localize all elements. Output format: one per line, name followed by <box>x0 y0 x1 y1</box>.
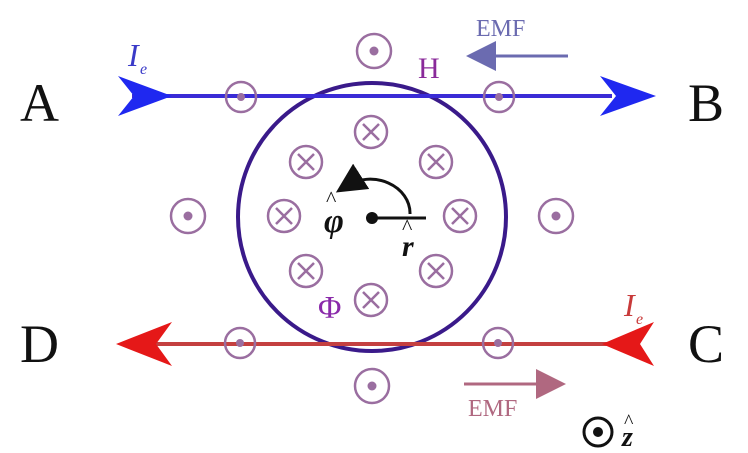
label-flux: Φ <box>318 289 341 325</box>
field-in-symbol <box>353 114 389 150</box>
phi-direction-arc <box>335 163 412 215</box>
field-out-symbol <box>482 80 516 114</box>
current-loop <box>236 81 508 353</box>
field-in-symbol <box>442 198 478 234</box>
field-in-symbols <box>266 114 478 318</box>
label-emf-bottom: EMF <box>468 396 517 422</box>
label-C: C <box>688 314 724 374</box>
label-H: H <box>418 52 440 85</box>
wire-bottom-tail-arrow <box>602 322 654 366</box>
field-in-symbol <box>418 144 454 180</box>
label-r-hat-caret: ^ <box>402 214 413 239</box>
field-out-symbol <box>169 197 207 235</box>
wire-bottom-head-arrow <box>116 322 172 366</box>
label-z-hat-symbol: z <box>621 422 633 453</box>
field-out-symbols <box>169 32 575 405</box>
label-z-hat: z ^ <box>621 411 634 453</box>
label-current-top-subscript: e <box>140 61 147 78</box>
field-in-symbol <box>353 282 389 318</box>
label-B: B <box>688 73 724 133</box>
z-out-indicator <box>582 416 614 448</box>
label-D: D <box>20 314 59 374</box>
field-in-symbol <box>288 144 324 180</box>
label-r-hat-symbol: r <box>402 230 414 263</box>
label-phi-hat: φ ^ <box>324 186 344 240</box>
field-out-symbol <box>481 326 515 360</box>
label-current-bottom-subscript: e <box>636 311 643 328</box>
label-z-hat-caret: ^ <box>624 411 634 433</box>
label-current-bottom: I e <box>623 287 643 328</box>
polar-unit-vectors <box>335 163 426 224</box>
wire-top-tail-arrow <box>118 76 172 116</box>
field-out-symbol <box>223 326 257 360</box>
field-out-symbol <box>537 197 575 235</box>
field-in-symbol <box>418 253 454 289</box>
label-phi-hat-caret: ^ <box>326 186 337 211</box>
field-out-symbol <box>355 32 393 70</box>
label-current-top: I e <box>127 37 147 78</box>
field-out-symbol <box>224 80 258 114</box>
origin-point <box>366 212 378 224</box>
field-in-symbol <box>266 198 302 234</box>
field-out-symbol <box>353 367 391 405</box>
label-r-hat: r ^ <box>402 214 414 263</box>
label-phi-hat-symbol: φ <box>324 203 344 240</box>
field-in-symbol <box>288 253 324 289</box>
label-current-top-symbol: I <box>127 37 140 73</box>
label-emf-top: EMF <box>476 16 525 42</box>
label-A: A <box>20 73 59 133</box>
label-current-bottom-symbol: I <box>623 287 636 323</box>
wire-top-head-arrow <box>600 76 656 116</box>
